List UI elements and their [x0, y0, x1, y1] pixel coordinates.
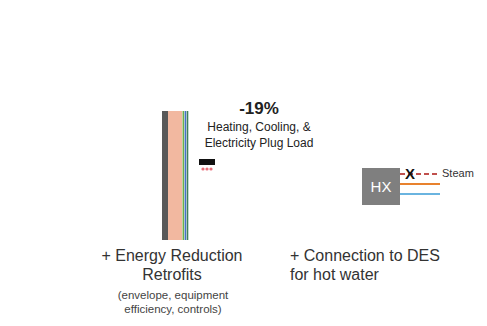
cut-mark: X	[405, 165, 415, 183]
wall-layer	[183, 111, 185, 240]
measure-label: + Connection to DES for hot water	[290, 246, 455, 284]
insulation-layer	[168, 111, 182, 240]
savings-callout: -19%Heating, Cooling, & Electricity Plug…	[189, 99, 329, 151]
measure-label: + Energy Reduction Retrofits	[92, 246, 252, 284]
percent-value: -19%	[189, 99, 329, 119]
thermostat-dot	[205, 167, 208, 170]
pipe-label: Steam	[442, 167, 474, 180]
thermostat-icon	[199, 165, 215, 173]
heat-exchanger-box: HX	[362, 168, 400, 205]
thermostat-dot	[201, 167, 204, 170]
hot-water-pipe	[400, 183, 440, 185]
wall-layer	[162, 111, 168, 240]
thermostat-icon	[199, 159, 215, 165]
return-pipe	[400, 193, 440, 195]
measure-note: (envelope, equipment efficiency, control…	[104, 288, 242, 316]
house-shape	[167, 3, 440, 240]
wall-layer	[185, 111, 187, 240]
wall-layer	[187, 111, 189, 240]
thermostat-dot	[209, 167, 212, 170]
box-label: HX	[371, 178, 392, 195]
building-outline: -19%Heating, Cooling, & Electricity Plug…	[167, 3, 440, 240]
savings-description: Heating, Cooling, & Electricity Plug Loa…	[189, 119, 329, 151]
